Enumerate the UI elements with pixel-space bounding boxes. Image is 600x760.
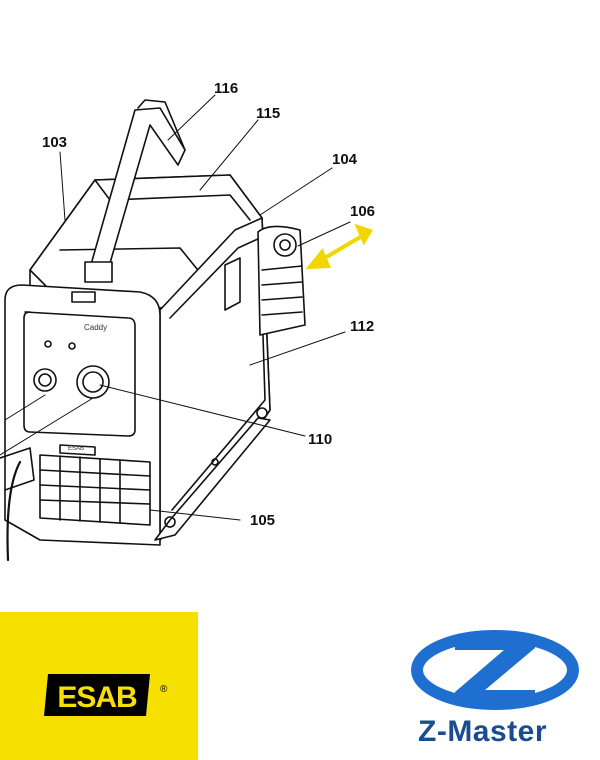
z-master-wordmark: Z-Master (418, 715, 548, 748)
callout-112: 112 (350, 318, 375, 335)
esab-registered-mark: ® (160, 684, 168, 695)
callout-105: 105 (250, 512, 276, 529)
callout-104: 104 (332, 151, 358, 168)
front-panel (4, 284, 161, 546)
double-arrow-icon (305, 223, 373, 270)
rear-cover (257, 225, 306, 336)
welder-diagram: Caddy ESAB (0, 94, 373, 562)
callout-115: 115 (256, 105, 281, 122)
callout-106: 106 (350, 203, 376, 220)
svg-text:ESAB: ESAB (57, 681, 137, 714)
callout-110: 110 (308, 431, 333, 448)
cable (6, 460, 22, 562)
right-knob (76, 365, 110, 399)
callout-116: 116 (214, 80, 239, 97)
handle-strap (89, 107, 186, 271)
esab-logo: ESAB ® (0, 612, 198, 760)
panel-badge-text: ESAB (68, 446, 84, 452)
panel-model-text: Caddy (84, 323, 107, 332)
left-knob (33, 368, 57, 392)
z-master-logo (411, 630, 579, 710)
front-grille (39, 454, 151, 526)
callout-103: 103 (42, 134, 68, 151)
base-rail (154, 417, 271, 541)
esab-logo-mark: ESAB (44, 674, 150, 716)
